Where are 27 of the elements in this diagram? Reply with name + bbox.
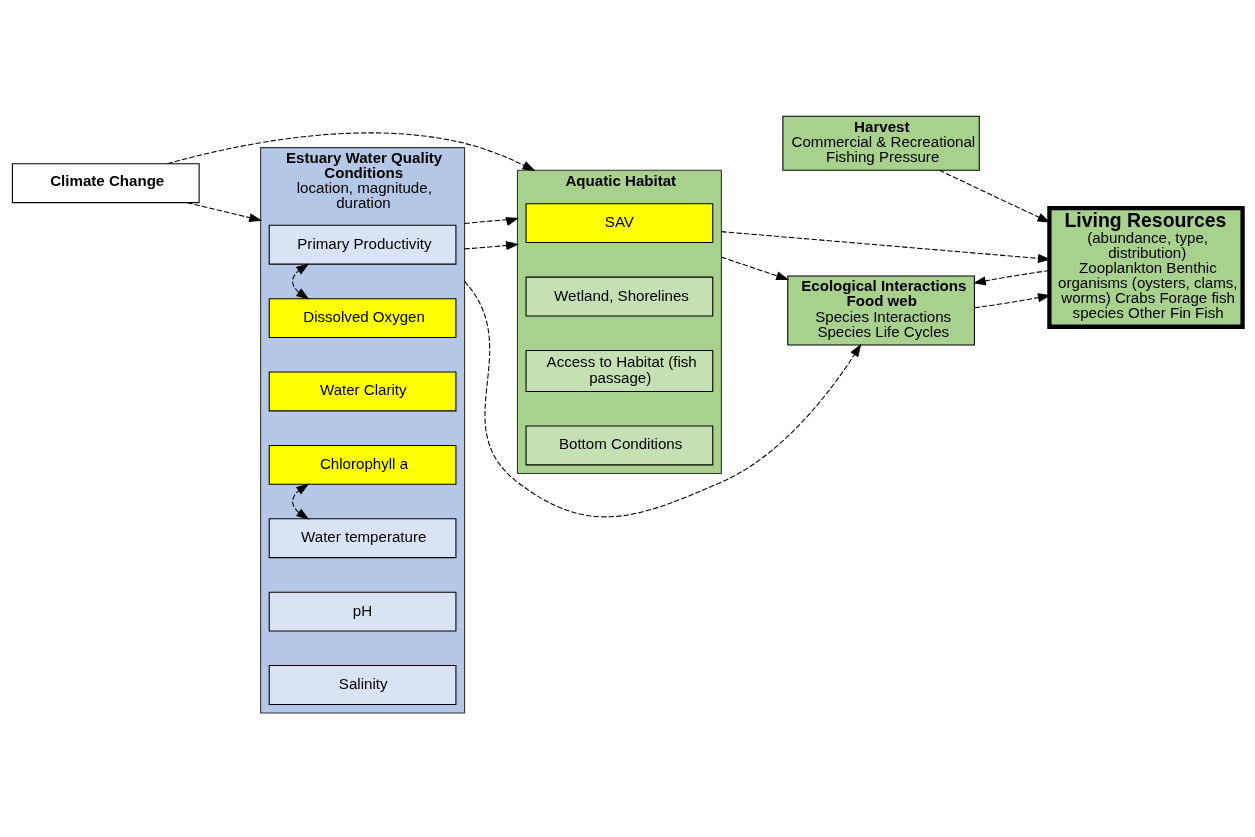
node-box: Ecological Interactions Food web Species Interactions Species Life Cycles	[787, 274, 975, 346]
node-box: Climate Change	[11, 162, 200, 203]
arrow	[720, 256, 790, 280]
node-box: Access to Habitat (fish passage)	[525, 349, 714, 392]
node-box: Harvest Commercial & Recreational Fishing Pressure	[782, 115, 980, 171]
node-box: Water temperature	[268, 517, 457, 558]
node-box: Primary Productivity	[268, 224, 457, 265]
arrow	[464, 240, 520, 250]
node-box: Dissolved Oxygen	[268, 297, 457, 338]
node-box: Living Resources (abundance, type, distribution) Zooplankton Benthic organisms (oysters, clams, worms) Crabs Forage fish species Other Fin Fish	[1047, 205, 1245, 329]
arrow	[186, 201, 263, 222]
node-box: SAV	[525, 202, 714, 243]
arrow	[973, 292, 1051, 308]
node-box: Salinity	[268, 664, 457, 705]
arrow	[292, 483, 310, 520]
arrow	[720, 230, 1051, 263]
arrow	[464, 280, 862, 517]
arrow	[938, 169, 1051, 223]
node-box: Wetland, Shorelines	[525, 276, 714, 316]
node-box: Chlorophyll a	[268, 444, 457, 485]
arrow	[292, 262, 310, 300]
arrow	[972, 269, 1050, 285]
arrow	[464, 216, 519, 226]
node-box: Water Clarity	[268, 371, 457, 411]
arrow	[166, 131, 536, 171]
node-box: Bottom Conditions	[525, 424, 714, 465]
node-box: pH	[268, 591, 457, 632]
